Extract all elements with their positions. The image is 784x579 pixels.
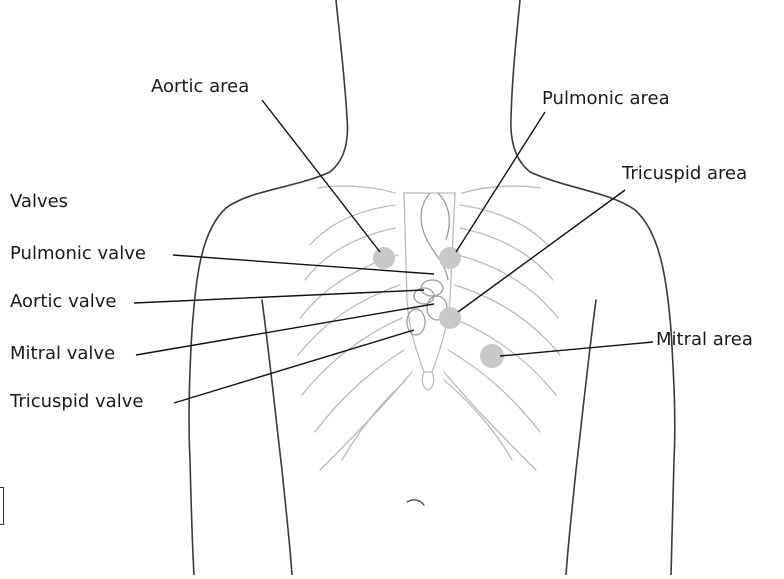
crop-mark	[0, 487, 4, 525]
label-valves-heading: Valves	[10, 193, 68, 211]
label-pulmonic-area: Pulmonic area	[542, 90, 670, 108]
leader-aortic-area	[262, 100, 380, 252]
auscultation-areas	[373, 247, 504, 368]
leader-aortic-valve	[134, 290, 424, 303]
label-aortic-area: Aortic area	[151, 78, 249, 96]
label-tricuspid-area: Tricuspid area	[622, 165, 747, 183]
label-mitral-valve: Mitral valve	[10, 345, 115, 363]
label-tricuspid-valve: Tricuspid valve	[10, 393, 143, 411]
leader-mitral-valve	[136, 304, 434, 355]
rib-cage	[298, 186, 560, 470]
leader-tricuspid-valve	[174, 330, 414, 403]
torso-outline	[189, 0, 675, 575]
label-mitral-area: Mitral area	[656, 331, 753, 349]
aortic-area-dot	[373, 247, 395, 269]
tricuspid-area-dot	[439, 307, 461, 329]
leader-mitral-area	[500, 342, 653, 356]
label-aortic-valve: Aortic valve	[10, 293, 117, 311]
label-pulmonic-valve: Pulmonic valve	[10, 245, 146, 263]
